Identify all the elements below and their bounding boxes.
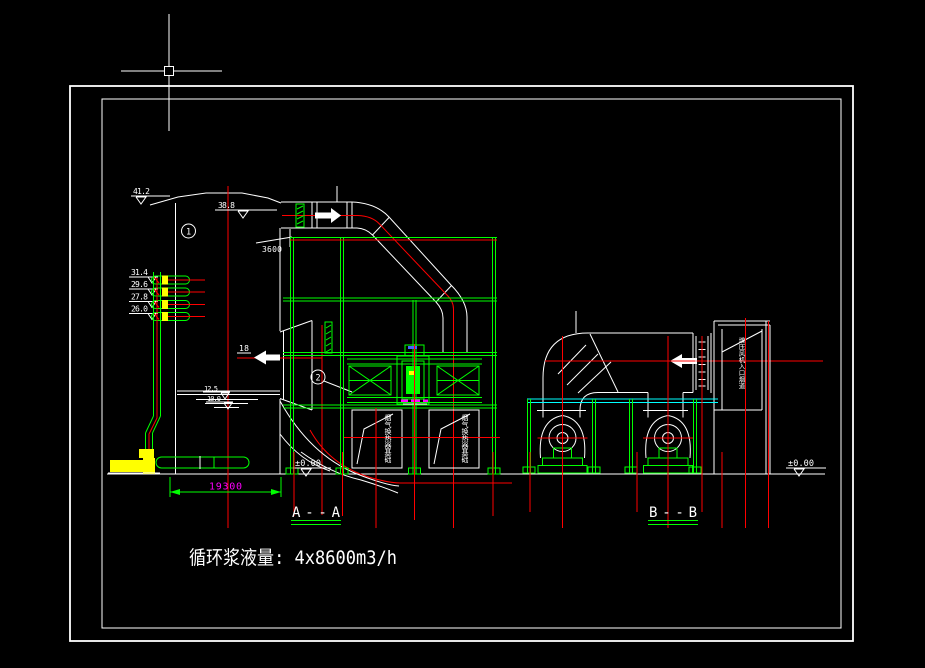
dimension-3600: 3600 — [255, 229, 293, 254]
elevation-zero-b: ±0.00 — [786, 459, 826, 477]
flow-arrow-right-icon — [315, 208, 341, 223]
spray-level-4: 26.0 — [129, 305, 205, 321]
callout-bubble-1: 1 — [181, 223, 196, 239]
outlet-damper — [295, 203, 305, 228]
svg-text:31.4: 31.4 — [131, 268, 148, 277]
elevation-38-8-label: 38.8 — [218, 201, 235, 210]
elevation-41-2: 41.2 — [131, 187, 170, 205]
pedestal-left — [351, 409, 403, 469]
s-duct — [351, 201, 468, 528]
grid-centerlines — [293, 318, 769, 528]
section-a-label: A--A — [292, 505, 341, 521]
dimension-3600-value: 3600 — [262, 245, 282, 254]
recirculation-pipe — [145, 272, 161, 449]
border-frame — [69, 85, 854, 642]
expansion-joint — [695, 333, 712, 393]
bubble-1-number: 1 — [186, 228, 191, 238]
elevation-zero-a: ±0.00 — [293, 459, 331, 477]
dimension-19300-value: 19300 — [209, 482, 242, 493]
slurry-pump — [108, 449, 160, 474]
circulation-note: 循环浆液量: 4x8600m3/h — [189, 547, 397, 569]
spray-level-1: 31.4 — [129, 268, 205, 285]
dimension-19300: 19300 — [169, 477, 282, 497]
svg-text:10.0: 10.0 — [207, 395, 221, 403]
pedestal-left-annotation: 烟气换热器基础 — [384, 414, 392, 463]
crosshair-cursor-icon — [121, 14, 222, 131]
elevation-10-0: 10.0 — [206, 395, 233, 410]
svg-text:±0.00: ±0.00 — [788, 459, 814, 469]
elevation-18: 18 — [237, 344, 251, 354]
flow-arrow-left-icon — [254, 350, 280, 365]
absorber-tower — [149, 186, 282, 528]
svg-text:±0.00: ±0.00 — [295, 459, 321, 469]
ggh-hub — [396, 344, 430, 405]
svg-text:18: 18 — [239, 344, 249, 353]
section-b-label: B--B — [649, 505, 697, 521]
spray-header-levels: 31.4 29.6 27.8 — [129, 268, 205, 321]
elevation-41-2-label: 41.2 — [133, 187, 150, 196]
section-a-title: A--A — [291, 505, 341, 525]
ggh-support-frame — [283, 237, 501, 475]
inlet-structure — [713, 320, 771, 474]
elevation-12-5: 12.5 — [203, 385, 230, 400]
spray-level-2: 29.6 — [129, 280, 205, 297]
svg-text:27.8: 27.8 — [131, 293, 148, 302]
inlet-duct: 18 — [237, 320, 333, 515]
callout-bubble-2: 2 — [310, 369, 353, 393]
svg-text:12.5: 12.5 — [204, 385, 218, 393]
inlet-duct-annotation: 增压风机入口烟道 — [737, 337, 745, 389]
bubble-2-number: 2 — [315, 374, 320, 384]
outlet-duct — [281, 186, 358, 229]
elevation-38-8: 38.8 — [215, 201, 277, 219]
pedestal-right-annotation: 烟气换热器基础 — [461, 414, 469, 463]
pedestal-right — [428, 409, 480, 469]
fan-house-frame — [522, 398, 718, 474]
svg-text:26.0: 26.0 — [131, 305, 148, 314]
inlet-elbow — [279, 400, 512, 494]
section-b-title: B--B — [648, 505, 698, 525]
fan-inlet-duct — [537, 311, 823, 418]
inlet-damper — [324, 321, 333, 354]
svg-text:29.6: 29.6 — [131, 280, 148, 289]
suction-pipe — [155, 456, 250, 469]
gas-gas-heater — [347, 344, 482, 520]
